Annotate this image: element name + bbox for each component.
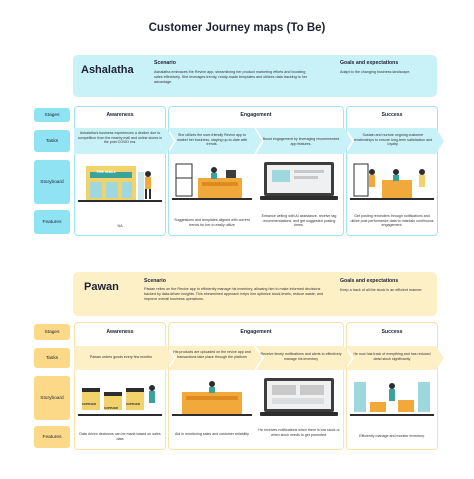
row-label-stages: Stages <box>34 324 70 340</box>
storyboard-4 <box>350 374 434 422</box>
inventory-illustration <box>350 382 434 416</box>
task-3: Receive timely notifications and alerts … <box>260 352 342 361</box>
storyboard-3 <box>258 158 340 206</box>
column-awareness <box>74 106 166 236</box>
feature-2: Aid in monitoring sales and customer rel… <box>175 432 249 436</box>
happy-customers-illustration <box>350 163 434 200</box>
goals-label: Goals and expectations <box>340 60 399 66</box>
row-label-features: Features <box>34 426 70 448</box>
row-label-features: Features <box>34 210 70 234</box>
stage-success: Success <box>348 108 436 122</box>
column-success <box>346 106 438 236</box>
supplier-sign-3: SUPPLIER <box>126 402 140 406</box>
storyboard-3 <box>258 374 340 422</box>
stage-awareness: Awareness <box>76 324 164 340</box>
supplier-sign-1: SUPPLIER <box>82 402 96 406</box>
mall-illustration <box>78 166 162 202</box>
feature-1: Data driven decisions can be made based … <box>79 432 161 441</box>
stage-awareness: Awareness <box>76 108 164 122</box>
suppliers-illustration <box>78 385 162 416</box>
goals-text: Keep a track of all the stock in an effi… <box>340 288 423 292</box>
feature-3: Enhance writing with AI assistance, rece… <box>261 214 337 228</box>
shop-counter-illustration <box>172 381 252 416</box>
storyboard-2 <box>172 158 252 206</box>
storyboard-1 <box>78 374 162 422</box>
feature-1: NA <box>117 224 123 228</box>
task-1: Pawan orders goods every few months <box>89 355 153 359</box>
feature-2: Suggestions and templates aligned with c… <box>174 218 250 227</box>
feature-4: Get posting reminders through notificati… <box>350 214 434 228</box>
row-label-storyboard: Storyboard <box>34 160 70 204</box>
tasks-arrow-band <box>74 128 444 154</box>
row-label-tasks: Tasks <box>34 130 70 152</box>
task-2: His products are uploaded on the revive … <box>173 350 251 359</box>
persona-header-pawan <box>73 272 437 316</box>
stage-success: Success <box>348 324 436 340</box>
task-4: He now has track of everything and has r… <box>353 352 431 361</box>
tasks-arrow-band <box>74 346 444 370</box>
page-title: Customer Journey maps (To Be) <box>148 22 326 34</box>
persona-name: Ashalatha <box>81 64 134 76</box>
task-4: Sustain and nurture ongoing customer rel… <box>353 133 433 147</box>
task-1: Ashalatha's business experiences a decli… <box>77 131 163 145</box>
scenario-label: Scenario <box>144 278 166 284</box>
column-awareness <box>74 322 166 450</box>
feature-3: He receives notifications when there is … <box>258 428 340 437</box>
storyboard-2 <box>172 374 252 422</box>
column-success <box>346 322 438 450</box>
scenario-text: Pawan relies on the Revive app to effici… <box>144 287 324 301</box>
mall-sign: THE MALL <box>96 169 117 174</box>
storyboard-4 <box>350 158 434 206</box>
row-label-stages: Stages <box>34 108 70 122</box>
storyboard-1 <box>78 158 162 206</box>
column-engagement <box>168 322 344 450</box>
feature-4: Efficiently manage and monitor inventory… <box>359 434 425 438</box>
row-label-storyboard: Storyboard <box>34 376 70 420</box>
shop-counter-illustration <box>172 163 252 200</box>
goals-label: Goals and expectations <box>340 278 399 284</box>
task-2: She utilizes the user-friendly Revive ap… <box>176 133 248 147</box>
persona-header-ashalatha <box>73 55 437 97</box>
task-3: Boost engagement by leveraging recommend… <box>262 137 340 146</box>
stage-engagement: Engagement <box>170 108 342 122</box>
laptop-illustration <box>260 162 338 200</box>
goals-text: Adapt to the changing business landscape… <box>340 70 411 74</box>
row-label-tasks: Tasks <box>34 348 70 368</box>
persona-name: Pawan <box>84 281 119 293</box>
column-engagement <box>168 106 344 236</box>
scenario-text: Ashalatha embraces the Revive app, strea… <box>154 70 308 84</box>
scenario-label: Scenario <box>154 60 176 66</box>
supplier-sign-2: SUPPLIER <box>104 406 118 410</box>
laptop-illustration <box>260 378 338 416</box>
stage-engagement: Engagement <box>170 324 342 340</box>
